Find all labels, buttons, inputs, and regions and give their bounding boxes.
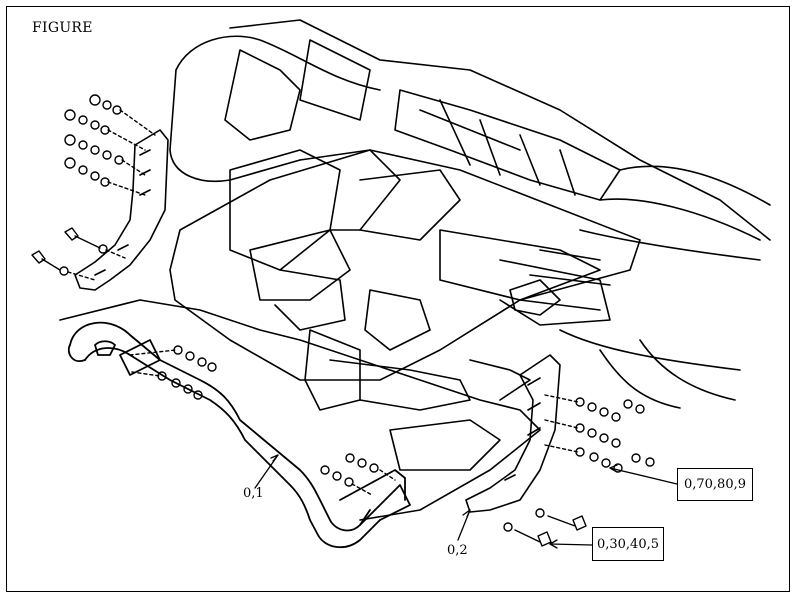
- bolt-right-1: [535, 508, 587, 531]
- left-mounting-bracket: [74, 129, 169, 291]
- nut-row-4: [64, 157, 146, 196]
- callout-box-parts-b: 0,30,40,5: [592, 527, 664, 561]
- bar-clamp-hardware-right: [320, 453, 396, 496]
- callout-box-parts-a: 0,70,80,9: [677, 468, 753, 501]
- figure-frame: [6, 6, 790, 592]
- callout-part-1: 0,1: [243, 486, 264, 501]
- bar-clamp-hardware-left: [129, 345, 217, 400]
- nut-row-3: [64, 134, 146, 176]
- callout-part-2: 0,2: [447, 543, 468, 558]
- bolt-left-2: [31, 250, 96, 281]
- bull-bar-tube: [67, 321, 411, 549]
- nut-row-2: [64, 109, 146, 151]
- figure-title: FIGURE: [32, 20, 93, 36]
- leader-lines: [254, 454, 678, 549]
- left-hardware-stacks: [31, 94, 156, 281]
- bolt-left-1: [64, 227, 126, 259]
- bolt-right-2: [503, 522, 552, 547]
- callout-box-parts-a-text: 0,70,80,9: [683, 477, 747, 492]
- right-mounting-bracket: [465, 354, 561, 513]
- callout-box-parts-b-text: 0,30,40,5: [596, 536, 660, 552]
- right-hardware-stacks: [503, 394, 655, 547]
- nut-row-1: [89, 94, 156, 136]
- vehicle-front-outline: [169, 19, 771, 409]
- skid-plate-frame: [59, 149, 641, 521]
